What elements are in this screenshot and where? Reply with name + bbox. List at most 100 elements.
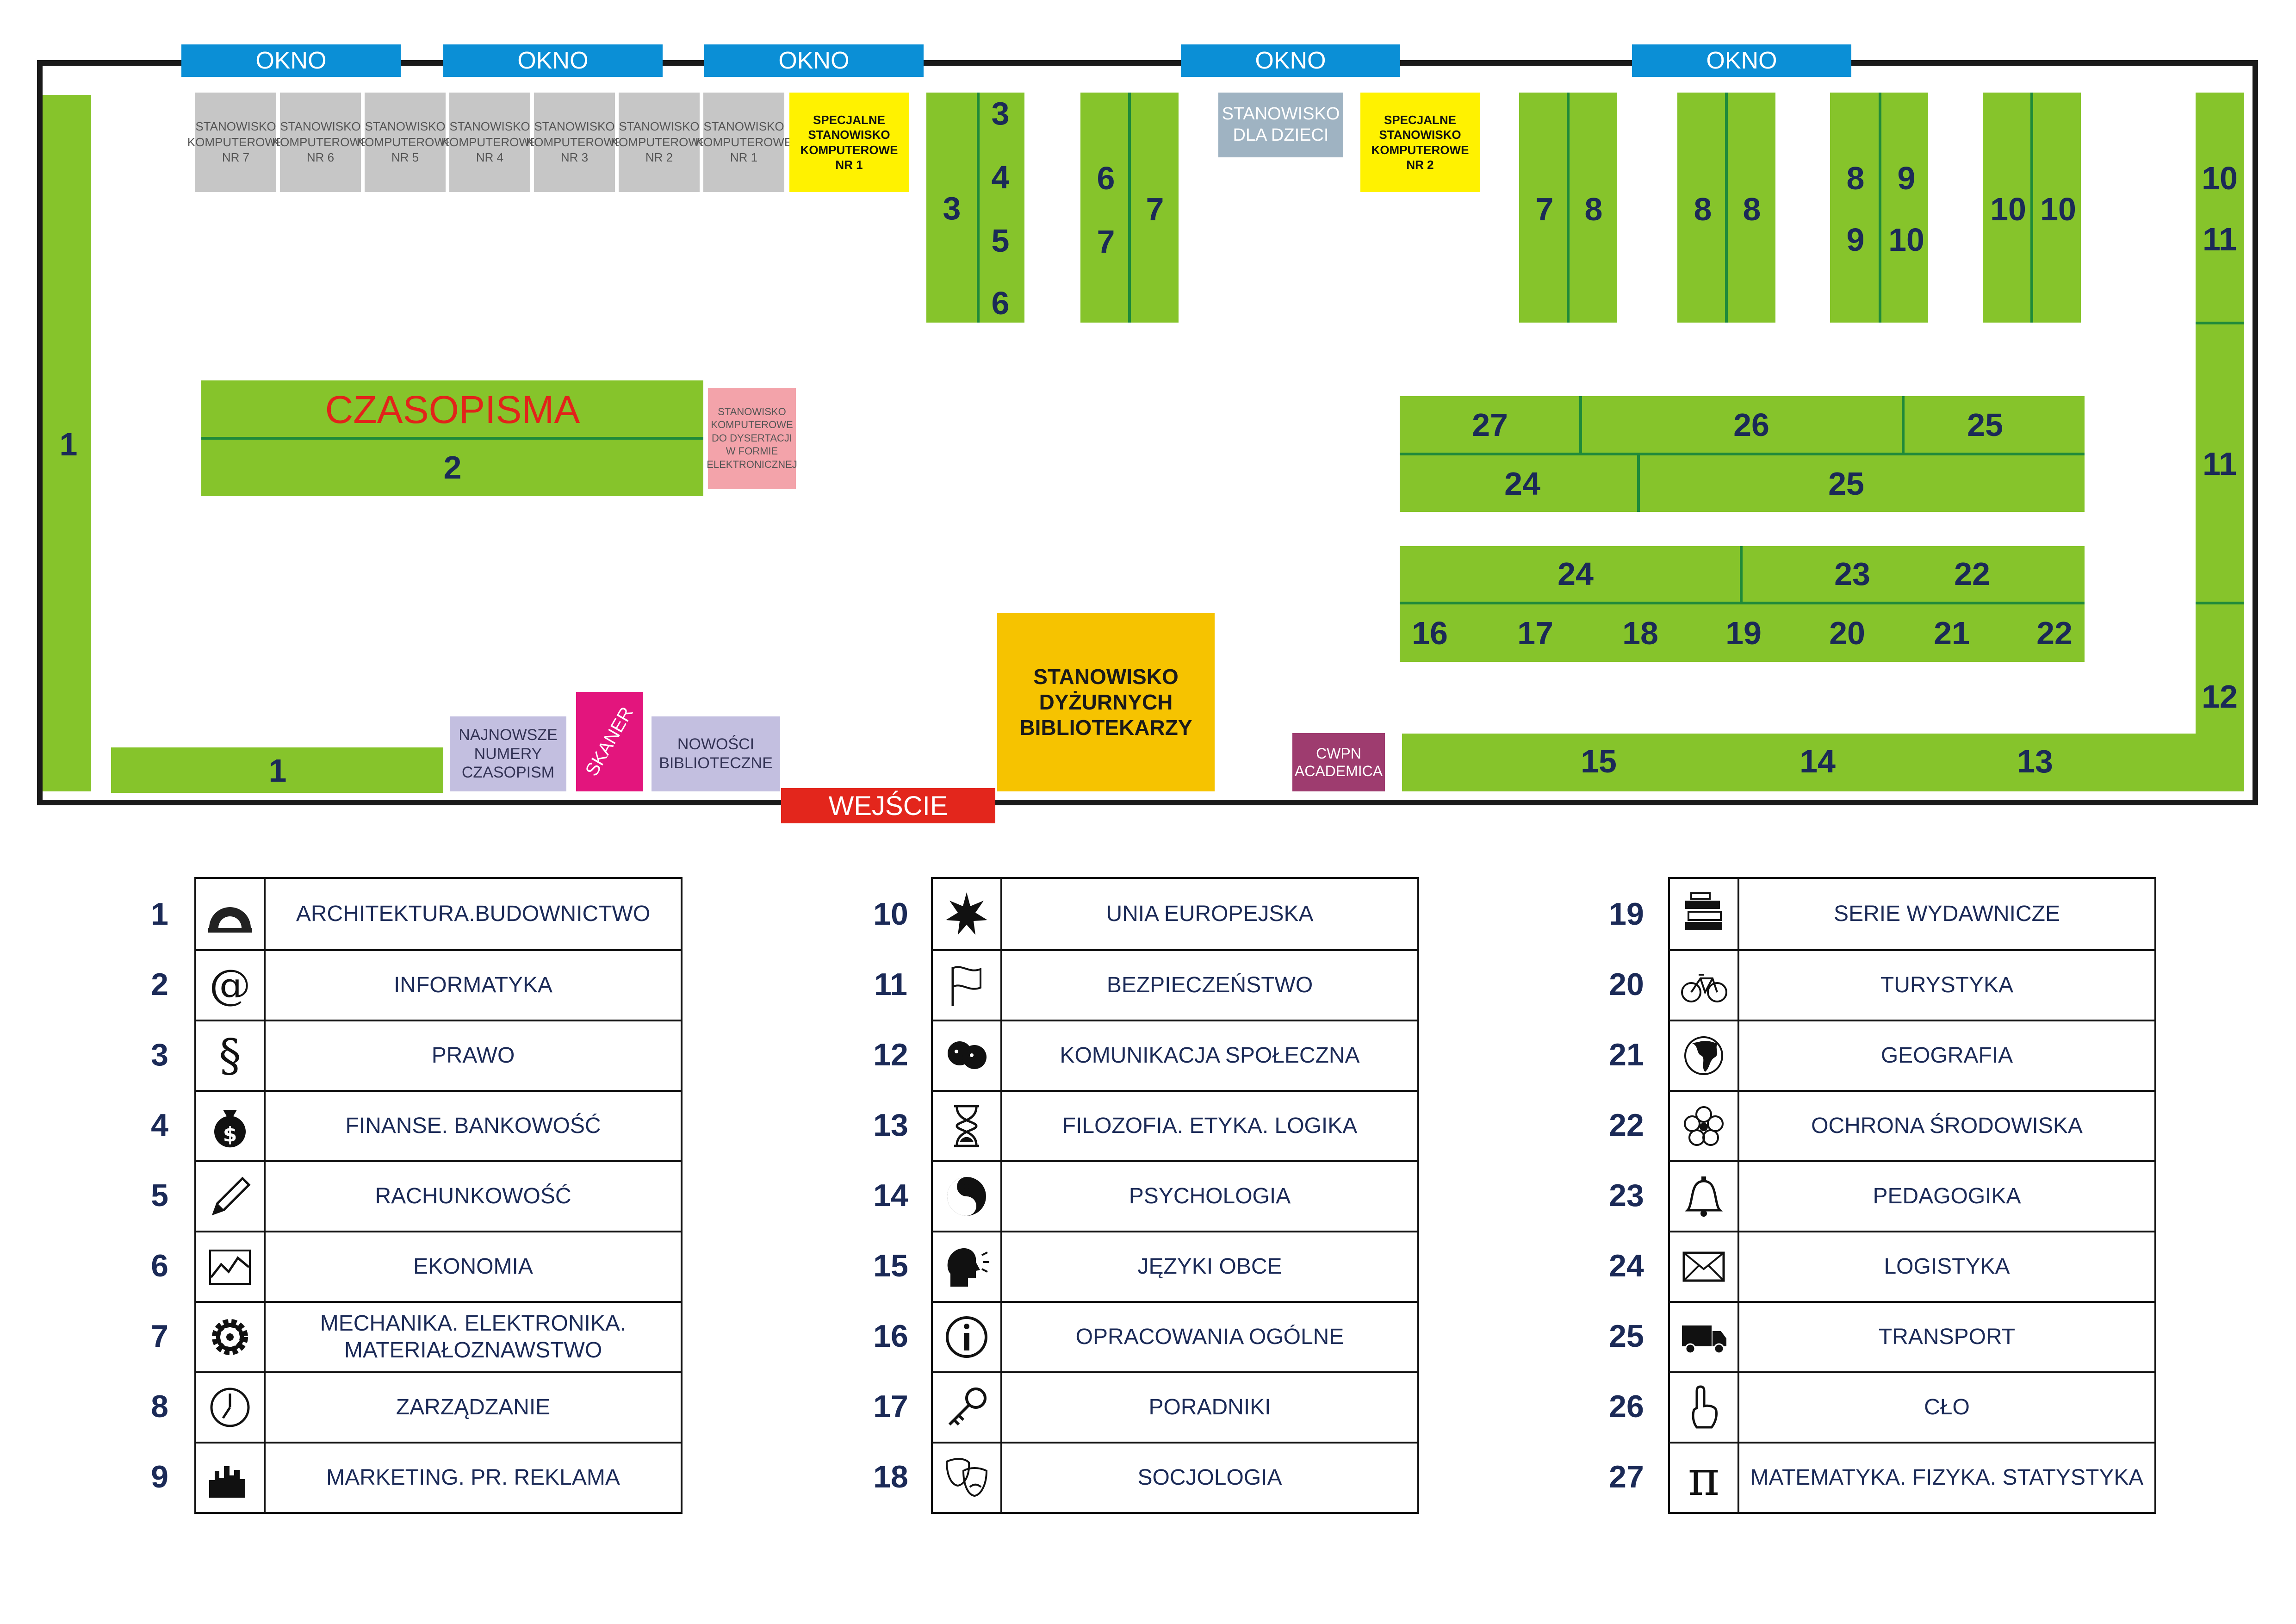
- legend-row: $FINANSE. BANKOWOŚĆ: [196, 1090, 681, 1160]
- shelf-number: 10: [1888, 222, 1924, 258]
- svg-text:π: π: [1688, 1452, 1719, 1503]
- legend-label: MECHANIKA. ELEKTRONIKA. MATERIAŁOZNAWSTW…: [320, 1311, 627, 1363]
- shelf-3-6: [926, 93, 1024, 323]
- yin-yang-icon: [933, 1162, 1002, 1231]
- scanner[interactable]: SKANER: [576, 692, 643, 791]
- legend-label: FINANSE. BANKOWOŚĆ: [345, 1114, 601, 1139]
- faces-icon: [933, 1021, 1002, 1090]
- shelf-number: 24: [1558, 556, 1594, 592]
- legend-number: 13: [873, 1108, 908, 1143]
- legend-label: JĘZYKI OBCE: [1137, 1254, 1282, 1279]
- clock-icon: [196, 1373, 266, 1442]
- legend-row: MECHANIKA. ELEKTRONIKA. MATERIAŁOZNAWSTW…: [196, 1301, 681, 1371]
- legend-number: 6: [151, 1248, 168, 1283]
- legend-label: GEOGRAFIA: [1880, 1043, 2013, 1068]
- legend-row: TRANSPORT: [1670, 1301, 2154, 1371]
- legend-label: ZARZĄDZANIE: [396, 1395, 551, 1420]
- shelf-bottom-left: [111, 747, 443, 793]
- entrance[interactable]: WEJŚCIE: [781, 788, 995, 823]
- legend-number: 21: [1609, 1037, 1644, 1072]
- shelf-number: 24: [1504, 466, 1540, 502]
- shelf-left-wall: [43, 95, 91, 791]
- window-label: OKNO: [443, 44, 663, 77]
- key-icon: [933, 1373, 1002, 1442]
- shelf-number: 9: [1897, 160, 1916, 196]
- shelf-divider: [1725, 93, 1728, 323]
- shelf-divider: [1567, 93, 1570, 323]
- shelf-number: 10: [2202, 160, 2238, 196]
- legend-label: PSYCHOLOGIA: [1129, 1184, 1291, 1209]
- legend-row: KOMUNIKACJA SPOŁECZNA: [933, 1020, 1417, 1090]
- shelf-number: 6: [1097, 160, 1115, 196]
- children-station[interactable]: STANOWISKO DLA DZIECI: [1218, 93, 1343, 157]
- scanner-label: SKANER: [581, 703, 638, 780]
- legend-number: 23: [1609, 1178, 1644, 1213]
- legend-label: RACHUNKOWOŚĆ: [375, 1184, 571, 1209]
- dissertation-station[interactable]: STANOWISKO KOMPUTEROWE DO DYSERTACJI W F…: [707, 388, 797, 489]
- shelf-divider: [1579, 396, 1582, 454]
- legend-row: MARKETING. PR. REKLAMA: [196, 1442, 681, 1512]
- shelf-number: 3: [991, 95, 1010, 131]
- special-computer-station-2[interactable]: SPECJALNE STANOWISKO KOMPUTEROWE NR 2: [1360, 93, 1480, 192]
- legend-row: RACHUNKOWOŚĆ: [196, 1160, 681, 1231]
- shelf-number: 10: [1990, 191, 2026, 227]
- pointing-hand-icon: [1670, 1373, 1739, 1442]
- shelf-number: 4: [991, 159, 1010, 195]
- shelf-number: 26: [1733, 407, 1769, 443]
- legend-label: TURYSTYKA: [1880, 973, 2014, 998]
- legend-label: MATEMATYKA. FIZYKA. STATYSTYKA: [1750, 1465, 2144, 1490]
- globe-icon: [1670, 1021, 1739, 1090]
- legend-number: 10: [873, 896, 908, 932]
- legend-number: 9: [151, 1459, 168, 1494]
- shelf-number: 6: [991, 285, 1010, 321]
- shelf-number: 1: [59, 426, 78, 462]
- shelf-number: 27: [1472, 407, 1508, 443]
- legend-label: CŁO: [1924, 1395, 1970, 1420]
- legend-row: EKONOMIA: [196, 1231, 681, 1301]
- shelf-number: 16: [1412, 615, 1448, 651]
- shelf-number: 23: [1834, 556, 1870, 592]
- shelf-number: 12: [2202, 678, 2238, 715]
- shelf-13-15: [1402, 734, 2244, 791]
- legend-row: PORADNIKI: [933, 1371, 1417, 1442]
- legend-row: LOGISTYKA: [1670, 1231, 2154, 1301]
- legend-row: UNIA EUROPEJSKA: [933, 879, 1417, 949]
- legend-number: 8: [151, 1389, 168, 1424]
- shelf-number: 10: [2040, 191, 2076, 227]
- legend-number: 12: [873, 1037, 908, 1072]
- legend-label: ARCHITEKTURA.BUDOWNICTWO: [296, 902, 651, 927]
- legend-label: PRAWO: [431, 1043, 515, 1068]
- shelf-number: 8: [1584, 191, 1603, 227]
- shelf-number: 9: [1846, 222, 1865, 258]
- speaking-head-icon: [933, 1232, 1002, 1301]
- books-icon: [1670, 879, 1739, 949]
- librarian-desk[interactable]: STANOWISKO DYŻURNYCH BIBLIOTEKARZY: [997, 613, 1215, 791]
- legend-row: OPRACOWANIA OGÓLNE: [933, 1301, 1417, 1371]
- legend-number: 19: [1609, 896, 1644, 932]
- legend-row: PSYCHOLOGIA: [933, 1160, 1417, 1231]
- gear-icon: [196, 1303, 266, 1371]
- library-news[interactable]: NOWOŚCI BIBLIOTECZNE: [652, 716, 780, 791]
- chart-icon: [196, 1232, 266, 1301]
- window-label: OKNO: [1181, 44, 1400, 77]
- latest-magazines[interactable]: NAJNOWSZE NUMERY CZASOPISM: [450, 716, 566, 791]
- legend-number: 14: [873, 1178, 908, 1213]
- cwpn-academica[interactable]: CWPN ACADEMICA: [1292, 733, 1385, 791]
- star-icon: [933, 879, 1002, 949]
- legend-number: 18: [873, 1459, 908, 1494]
- legend-label: SERIE WYDAWNICZE: [1834, 902, 2060, 927]
- legend-row: @INFORMATYKA: [196, 949, 681, 1020]
- svg-text:@: @: [209, 961, 251, 1009]
- special-computer-station-1[interactable]: SPECJALNE STANOWISKO KOMPUTEROWE NR 1: [789, 93, 909, 192]
- window-label: OKNO: [1632, 44, 1851, 77]
- legend-number: 22: [1609, 1108, 1644, 1143]
- shelf-number: 8: [1846, 160, 1865, 196]
- legend-number: 5: [151, 1178, 168, 1213]
